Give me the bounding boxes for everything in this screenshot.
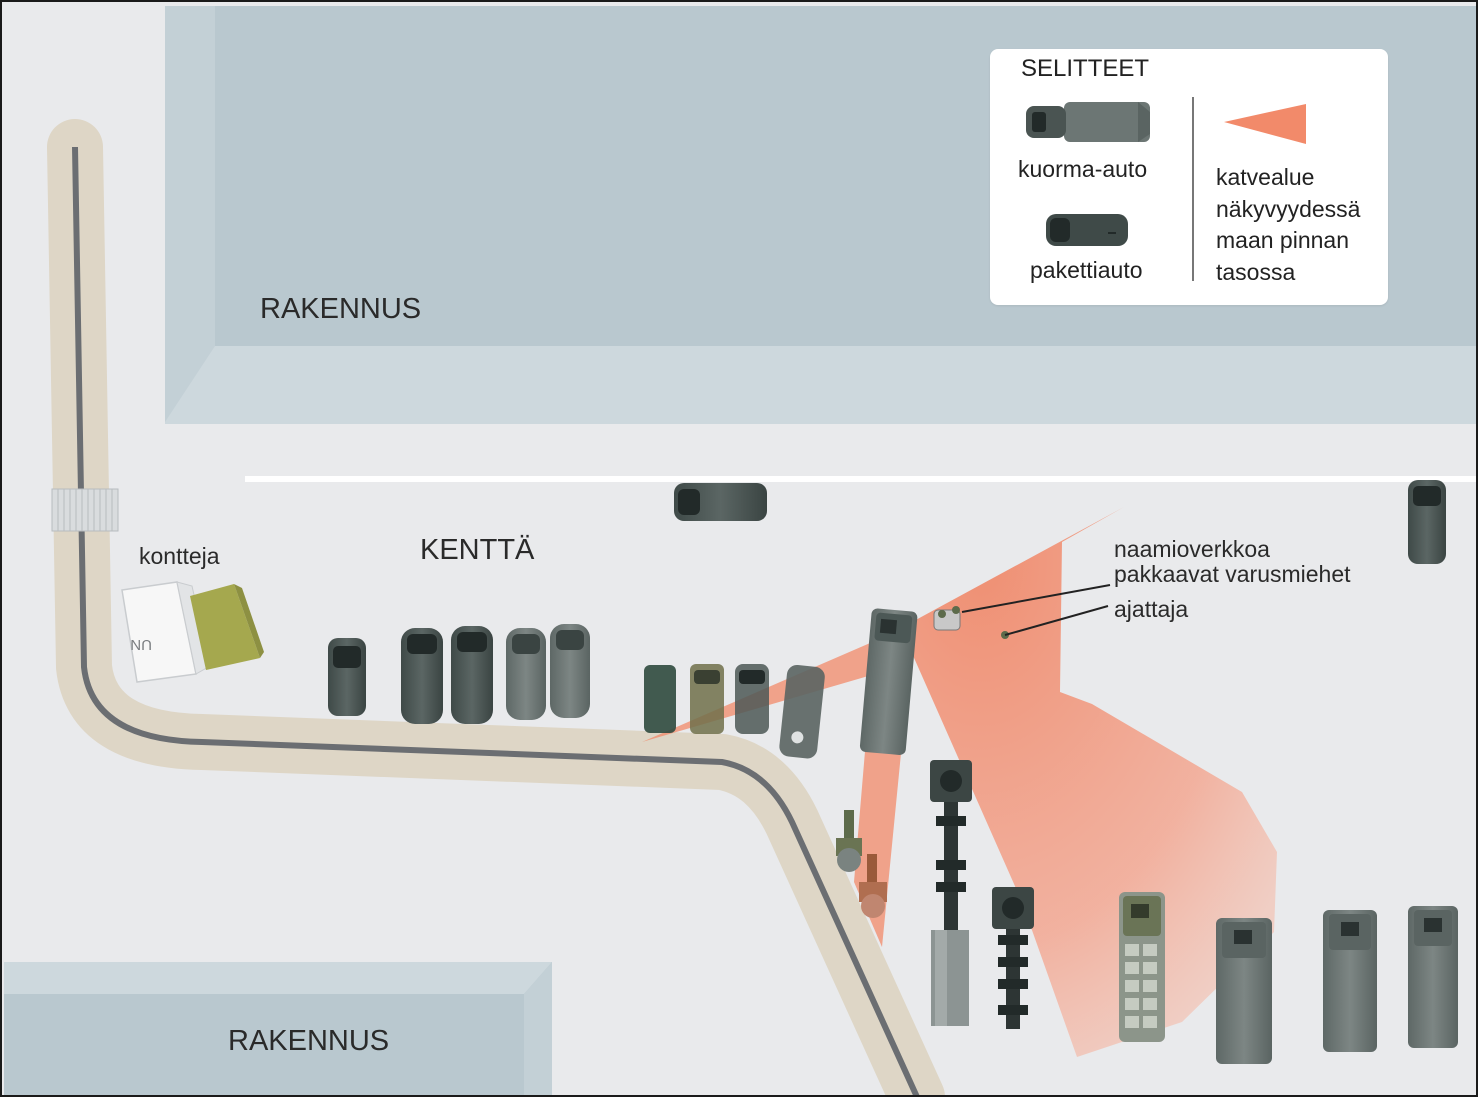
legend: SELITTEET kuorma-auto pakettiauto katvea…	[990, 49, 1388, 305]
van-top	[674, 483, 767, 521]
van	[735, 664, 769, 734]
conscripts-marker	[933, 584, 1111, 631]
field-edge	[245, 476, 1476, 482]
blind-zone-right	[907, 507, 1277, 1057]
field-label: KENTTÄ	[420, 534, 535, 566]
van	[644, 665, 676, 733]
van	[328, 638, 366, 716]
van	[550, 624, 590, 718]
triangle-icon	[1224, 104, 1306, 144]
truck-icon	[1026, 102, 1150, 142]
truck-khaki	[1119, 892, 1165, 1042]
van	[506, 628, 546, 720]
truck-grey	[1408, 906, 1458, 1048]
trailer	[931, 930, 969, 1026]
truck-grey	[1216, 918, 1272, 1064]
road	[47, 119, 945, 1095]
driver-marker	[1001, 605, 1109, 639]
building-bottom: RAKENNUS	[4, 962, 552, 1095]
containers: kontteja UN	[121, 543, 264, 683]
van	[690, 664, 724, 734]
tractor-truck	[992, 887, 1034, 1029]
legend-title: SELITTEET	[1021, 55, 1150, 82]
truck-grey	[1323, 910, 1377, 1052]
van-right	[1408, 480, 1446, 564]
truck-central	[859, 608, 918, 755]
building-bottom-label: RAKENNUS	[228, 1025, 389, 1057]
tractor-truck	[930, 760, 972, 942]
small-tractor	[836, 810, 862, 872]
container-marking: UN	[130, 636, 152, 653]
small-tractor	[859, 854, 887, 918]
conscripts-label: naamioverkkoa pakkaavat varusmiehet	[1114, 536, 1351, 587]
legend-truck-label: kuorma-auto	[1018, 156, 1148, 182]
van-icon	[1046, 214, 1128, 246]
building-top-label: RAKENNUS	[260, 293, 421, 325]
container-khaki	[190, 584, 260, 670]
van	[451, 626, 493, 724]
vehicles-row	[328, 624, 825, 759]
driver-label: ajattaja	[1114, 596, 1188, 622]
van	[401, 628, 443, 724]
legend-van-label: pakettiauto	[1030, 257, 1143, 283]
legend-blind-zone-label: katvealue näkyvyydessä maan pinnan tasos…	[1216, 164, 1361, 285]
legend-divider	[1192, 97, 1194, 281]
van	[779, 664, 825, 759]
containers-label: kontteja	[139, 543, 220, 569]
